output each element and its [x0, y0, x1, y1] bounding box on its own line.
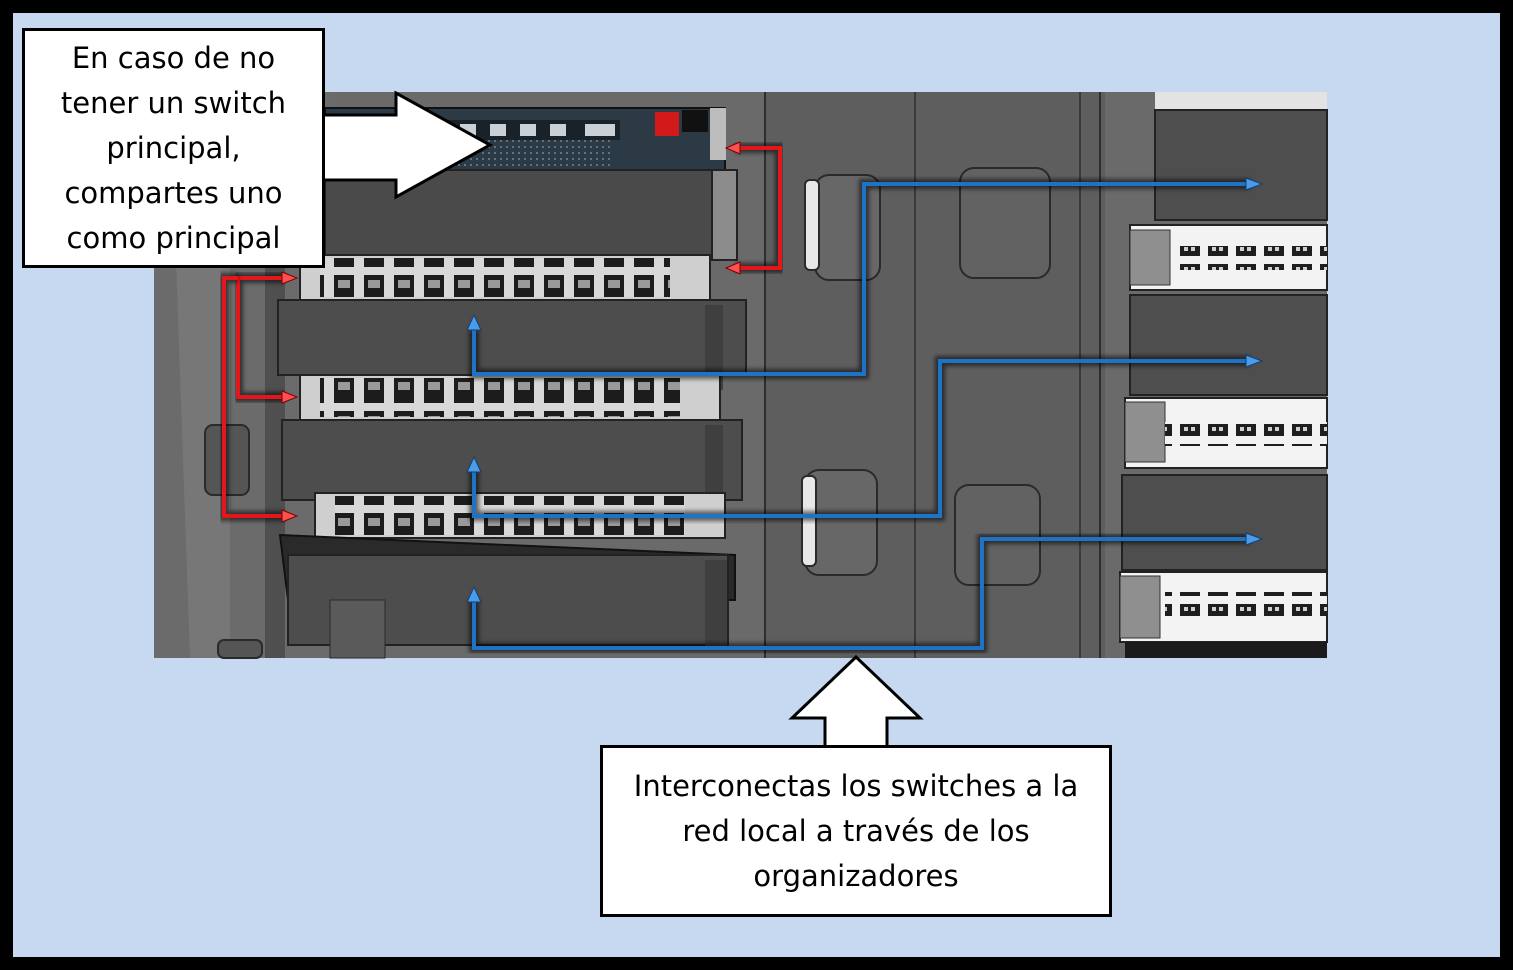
- red-cables: [219, 143, 785, 521]
- callout-shared-switch: En caso de no tener un switch principal,…: [22, 28, 325, 268]
- callout-interconnect-text: Interconectas los switches a la red loca…: [633, 768, 1079, 893]
- callout-bottom-pointer: [788, 654, 924, 750]
- arrow-right-icon: [1245, 177, 1264, 546]
- blue-cables: [469, 179, 1250, 653]
- callout-shared-switch-text: En caso de no tener un switch principal,…: [60, 40, 287, 255]
- callout-interconnect: Interconectas los switches a la red loca…: [600, 745, 1112, 917]
- red-arrow-icon: [281, 141, 741, 523]
- arrow-up-icon: [466, 313, 482, 603]
- callout-top-pointer: [318, 90, 494, 200]
